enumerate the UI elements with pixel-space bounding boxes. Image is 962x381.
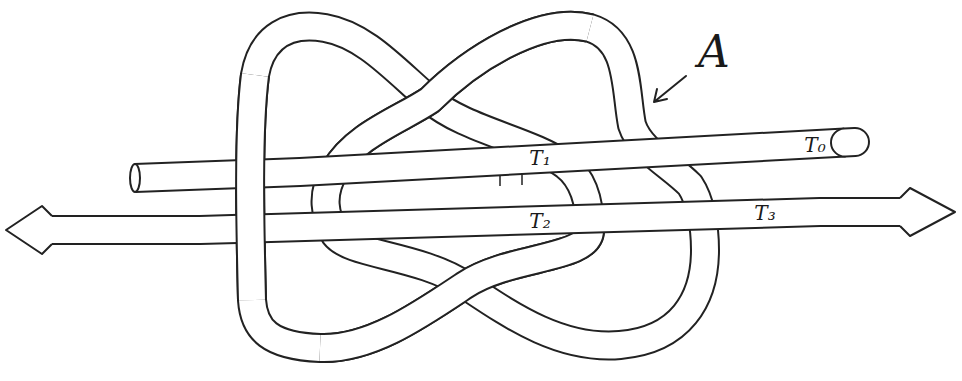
- label-holder: T₁: [529, 148, 550, 168]
- label-holder: T₃: [754, 203, 775, 223]
- tick-mark: [500, 174, 522, 186]
- label-holder: T₀: [804, 135, 825, 155]
- rope-end: [845, 127, 855, 158]
- rope-end: [130, 164, 140, 192]
- pull-arrow: [900, 188, 955, 236]
- rope-end: [845, 129, 855, 156]
- label-holder: T₂: [529, 211, 550, 231]
- tension-label: T₀: [804, 135, 825, 155]
- label-holder: A: [698, 30, 730, 74]
- rope-fill: [326, 26, 705, 346]
- rope-strands: [6, 75, 955, 300]
- rope-loops: [250, 26, 705, 348]
- tension-label: T₂: [529, 211, 550, 231]
- rope-fill: [250, 75, 255, 300]
- rope-outline: [326, 26, 705, 346]
- rope-outline: [250, 27, 590, 348]
- rope-outline: [48, 212, 905, 230]
- rope-outline: [250, 75, 255, 300]
- rope-crossing: [320, 230, 590, 348]
- tension-label: T₁: [529, 148, 550, 168]
- pull-arrow: [6, 206, 52, 254]
- tension-label: T₃: [754, 203, 775, 223]
- rope-fill: [48, 212, 905, 230]
- rope-crossing: [320, 230, 590, 348]
- point-label: A: [698, 30, 730, 74]
- rope-fill: [250, 27, 590, 348]
- leader-arrow: [654, 76, 686, 102]
